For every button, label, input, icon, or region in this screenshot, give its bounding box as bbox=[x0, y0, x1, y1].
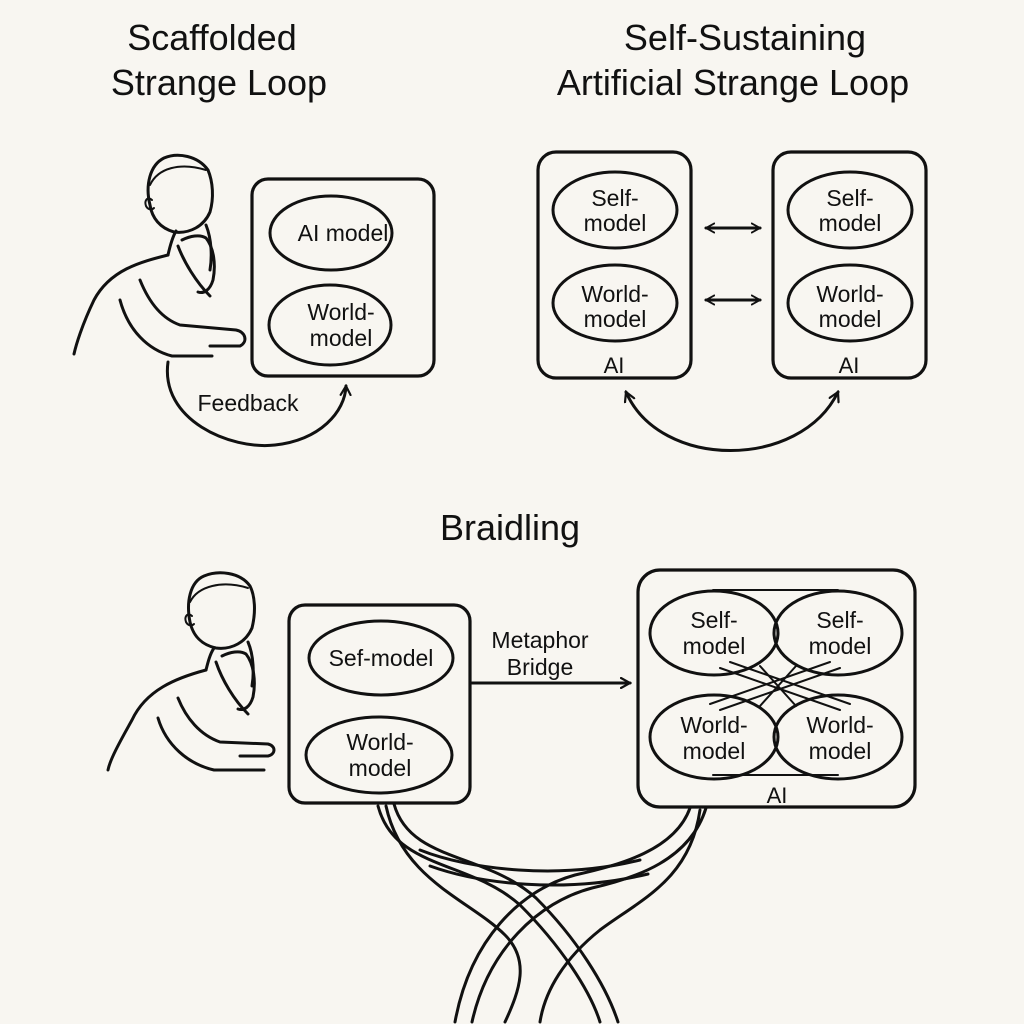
right-world-label-1: World- bbox=[816, 281, 883, 307]
braid-self-left-1: Self- bbox=[690, 607, 737, 633]
self-sustaining-panel: Self-Sustaining Artificial Strange Loop … bbox=[536, 17, 928, 452]
right-world-model-oval bbox=[786, 263, 914, 343]
left-world-label-2: model bbox=[584, 306, 647, 332]
human-self-model-oval bbox=[307, 619, 455, 697]
left-ai-label: AI bbox=[604, 353, 625, 378]
ai-model-oval bbox=[268, 194, 394, 272]
left-world-model-oval bbox=[551, 263, 679, 343]
braid-world-left-2: model bbox=[683, 738, 746, 764]
human-world-label-2: model bbox=[349, 755, 412, 781]
left-self-label-1: Self- bbox=[591, 185, 638, 211]
world-model-oval bbox=[267, 283, 393, 367]
left-self-label-2: model bbox=[584, 210, 647, 236]
braid-world-left-1: World- bbox=[680, 712, 747, 738]
right-self-label-2: model bbox=[819, 210, 882, 236]
braid-self-right-oval bbox=[772, 589, 904, 677]
world-model-label-line2: model bbox=[310, 325, 373, 351]
feedback-label: Feedback bbox=[197, 390, 299, 416]
human-self-model-label: Sef-model bbox=[329, 645, 434, 671]
loop-double-arrow bbox=[626, 392, 838, 452]
braid-ai-box bbox=[636, 568, 917, 809]
bridge-label-1: Metaphor bbox=[491, 627, 589, 653]
right-ai-box bbox=[771, 150, 928, 380]
self-sustaining-title-line2: Artificial Strange Loop bbox=[557, 62, 909, 103]
left-ai-box bbox=[536, 150, 693, 380]
right-self-label-1: Self- bbox=[826, 185, 873, 211]
left-self-model-oval bbox=[551, 170, 679, 250]
ai-model-label: AI model bbox=[298, 220, 389, 246]
scaffolded-title-line1: Scaffolded bbox=[127, 17, 296, 58]
feedback-arrow bbox=[165, 360, 346, 448]
braid-world-right-2: model bbox=[809, 738, 872, 764]
braid-world-right-oval bbox=[772, 693, 904, 781]
braidling-title: Braidling bbox=[440, 507, 580, 548]
world-model-label-line1: World- bbox=[307, 299, 374, 325]
left-world-label-1: World- bbox=[581, 281, 648, 307]
braid-self-left-oval bbox=[648, 589, 780, 677]
braidling-panel: Braidling Sef-model World- model Metapho… bbox=[106, 507, 917, 1024]
braid-icon bbox=[376, 802, 708, 1024]
right-world-label-2: model bbox=[819, 306, 882, 332]
scaffolded-panel: Scaffolded Strange Loop AI model World- … bbox=[72, 17, 436, 448]
right-ai-label: AI bbox=[839, 353, 860, 378]
braid-self-right-1: Self- bbox=[816, 607, 863, 633]
scaffolded-ai-box bbox=[250, 177, 436, 378]
bridge-label-2: Bridge bbox=[507, 654, 573, 680]
braid-world-right-1: World- bbox=[806, 712, 873, 738]
braid-world-left-oval bbox=[648, 693, 780, 781]
thinking-person-icon bbox=[106, 571, 276, 772]
braid-ai-label: AI bbox=[767, 783, 788, 808]
human-box bbox=[287, 603, 472, 805]
braid-self-left-2: model bbox=[683, 633, 746, 659]
scaffolded-title-line2: Strange Loop bbox=[111, 62, 327, 103]
braid-self-right-2: model bbox=[809, 633, 872, 659]
self-sustaining-title-line1: Self-Sustaining bbox=[624, 17, 866, 58]
thinking-person-icon bbox=[72, 153, 247, 358]
right-self-model-oval bbox=[786, 170, 914, 250]
human-world-label-1: World- bbox=[346, 729, 413, 755]
human-world-model-oval bbox=[304, 715, 454, 795]
